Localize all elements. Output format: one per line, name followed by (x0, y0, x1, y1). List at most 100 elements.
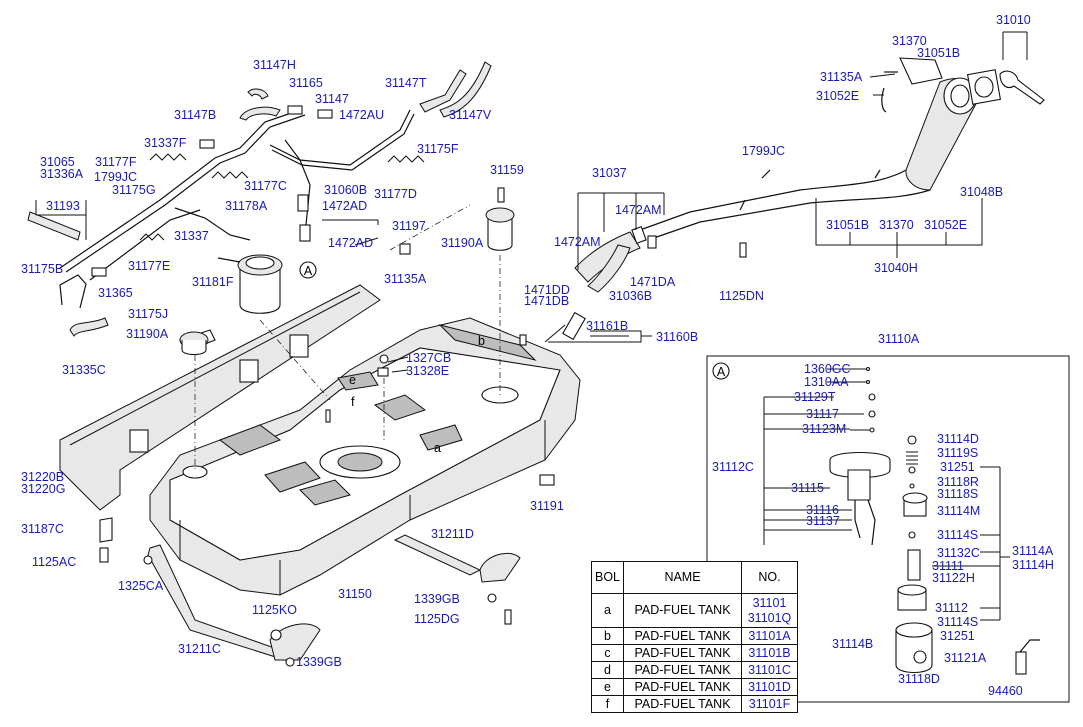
part-31335c[interactable]: 31335C (62, 363, 106, 377)
part-31181f[interactable]: 31181F (192, 275, 234, 289)
part-31114m[interactable]: 31114M (937, 504, 980, 518)
no-cell[interactable]: 31101B (741, 644, 798, 662)
part-1339gb[interactable]: 1339GB (414, 592, 460, 606)
part-31036b[interactable]: 31036B (609, 289, 652, 303)
no-cell[interactable]: 31101D (741, 678, 798, 696)
part-31191[interactable]: 31191 (530, 499, 564, 513)
part-31114h[interactable]: 31114H (1012, 558, 1054, 572)
part-1125ac[interactable]: 1125AC (32, 555, 76, 569)
part-31177e[interactable]: 31177E (128, 259, 170, 273)
part-31193[interactable]: 31193 (46, 199, 80, 213)
part-31118s[interactable]: 31118S (937, 487, 978, 501)
part-number-link[interactable]: 31101Q (747, 610, 792, 625)
part-1339gb[interactable]: 1339GB (296, 655, 342, 669)
part-31211c[interactable]: 31211C (178, 642, 221, 656)
part-31175b[interactable]: 31175B (21, 262, 63, 276)
part-31177f[interactable]: 31177F (95, 155, 137, 169)
part-31220b[interactable]: 31220B (21, 470, 64, 484)
part-31147h[interactable]: 31147H (253, 58, 296, 72)
part-31197[interactable]: 31197 (392, 219, 426, 233)
part-1125ko[interactable]: 1125KO (252, 603, 297, 617)
part-31040h[interactable]: 31040H (874, 261, 918, 275)
part-31132c[interactable]: 31132C (937, 546, 980, 560)
no-cell[interactable]: 31101A (741, 627, 798, 645)
part-31220g[interactable]: 31220G (21, 482, 65, 496)
part-31135a[interactable]: 31135A (820, 70, 863, 84)
part-31116[interactable]: 31116 (806, 503, 839, 517)
part-31187c[interactable]: 31187C (21, 522, 64, 536)
part-31251[interactable]: 31251 (940, 629, 975, 643)
part-1471da[interactable]: 1471DA (630, 275, 676, 289)
part-31147v[interactable]: 31147V (449, 108, 492, 122)
part-31147b[interactable]: 31147B (174, 108, 216, 122)
part-31211d[interactable]: 31211D (431, 527, 474, 541)
part-31147t[interactable]: 31147T (385, 76, 427, 90)
part-31175g[interactable]: 31175G (112, 183, 156, 197)
part-1327cb[interactable]: 1327CB (406, 351, 451, 365)
part-31115[interactable]: 31115 (791, 481, 824, 495)
part-31129t[interactable]: 31129T (794, 390, 836, 404)
part-31337f[interactable]: 31337F (144, 136, 187, 150)
part-31052e[interactable]: 31052E (816, 89, 859, 103)
part-31365[interactable]: 31365 (98, 286, 133, 300)
part-31110a[interactable]: 31110A (878, 332, 920, 346)
part-1310aa[interactable]: 1310AA (804, 375, 849, 389)
part-1471db[interactable]: 1471DB (524, 294, 569, 308)
part-31117[interactable]: 31117 (806, 407, 839, 421)
part-31175f[interactable]: 31175F (417, 142, 459, 156)
part-31114s[interactable]: 31114S (937, 528, 978, 542)
part-1799jc[interactable]: 1799JC (94, 170, 137, 184)
part-31051b[interactable]: 31051B (826, 218, 869, 232)
part-31121a[interactable]: 31121A (944, 651, 987, 665)
part-94460[interactable]: 94460 (988, 684, 1023, 698)
part-31118r[interactable]: 31118R (937, 475, 979, 489)
part-31150[interactable]: 31150 (338, 587, 372, 601)
part-31337[interactable]: 31337 (174, 229, 209, 243)
part-31052e[interactable]: 31052E (924, 218, 967, 232)
no-cell[interactable]: 31101C (741, 661, 798, 679)
part-31114b[interactable]: 31114B (832, 637, 873, 651)
part-31010[interactable]: 31010 (996, 13, 1031, 27)
part-31178a[interactable]: 31178A (225, 199, 268, 213)
part-31175j[interactable]: 31175J (128, 307, 168, 321)
part-31370[interactable]: 31370 (892, 34, 927, 48)
part-31160b[interactable]: 31160B (656, 330, 698, 344)
part-31161b[interactable]: 31161B (586, 319, 628, 333)
part-31111[interactable]: 31111 (932, 559, 964, 573)
part-1125dn[interactable]: 1125DN (719, 289, 764, 303)
part-1472am[interactable]: 1472AM (615, 203, 662, 217)
part-31328e[interactable]: 31328E (406, 364, 449, 378)
part-31177c[interactable]: 31177C (244, 179, 287, 193)
part-1125dg[interactable]: 1125DG (414, 612, 460, 626)
part-1325ca[interactable]: 1325CA (118, 579, 164, 593)
part-31159[interactable]: 31159 (490, 163, 524, 177)
part-31251[interactable]: 31251 (940, 460, 975, 474)
part-31065[interactable]: 31065 (40, 155, 75, 169)
part-31190a[interactable]: 31190A (126, 327, 169, 341)
part-1360gc[interactable]: 1360GC (804, 362, 851, 376)
part-31114d[interactable]: 31114D (937, 432, 979, 446)
part-31114s[interactable]: 31114S (937, 615, 978, 629)
part-31123m[interactable]: 31123M (802, 422, 846, 436)
part-31135a[interactable]: 31135A (384, 272, 427, 286)
part-number-link[interactable]: 31101 (752, 595, 787, 610)
part-31147[interactable]: 31147 (315, 92, 349, 106)
part-1799jc[interactable]: 1799JC (742, 144, 785, 158)
part-31112[interactable]: 31112 (935, 601, 968, 615)
part-31119s[interactable]: 31119S (937, 446, 978, 460)
part-31370[interactable]: 31370 (879, 218, 914, 232)
part-31336a[interactable]: 31336A (40, 167, 84, 181)
part-31037[interactable]: 31037 (592, 166, 627, 180)
part-31190a[interactable]: 31190A (441, 236, 484, 250)
part-31177d[interactable]: 31177D (374, 187, 417, 201)
part-31051b[interactable]: 31051B (917, 46, 960, 60)
part-1471dd[interactable]: 1471DD (524, 283, 570, 297)
part-31165[interactable]: 31165 (289, 76, 323, 90)
part-31114a[interactable]: 31114A (1012, 544, 1054, 558)
no-cell[interactable]: 31101F (741, 695, 798, 713)
part-1472au[interactable]: 1472AU (339, 108, 384, 122)
part-31122h[interactable]: 31122H (932, 571, 975, 585)
part-1472ad[interactable]: 1472AD (322, 199, 367, 213)
part-31118d[interactable]: 31118D (898, 672, 940, 686)
part-31137[interactable]: 31137 (806, 514, 840, 528)
